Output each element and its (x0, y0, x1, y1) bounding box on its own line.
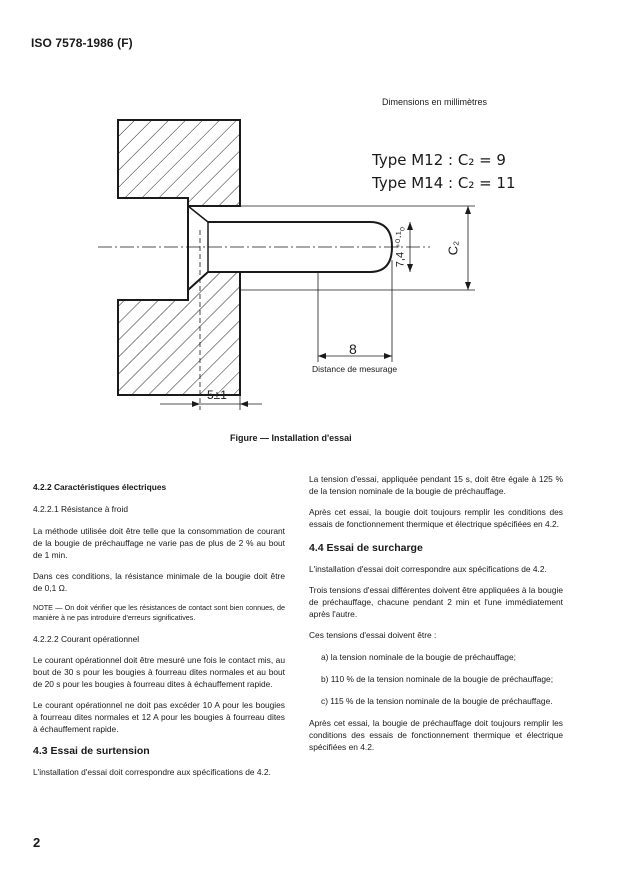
paragraph: Après cet essai, la bougie de préchauffa… (309, 718, 563, 752)
heading-4-2-2-2: 4.2.2.2 Courant opérationnel (33, 634, 140, 644)
left-column: 4.2.2 Caractéristiques électriques 4.2.2… (33, 481, 285, 778)
body-lower-section (117, 271, 241, 396)
c2-dimension-label: C₂ (445, 240, 461, 256)
diameter-dimension-label: 7,4 ⁺⁰·¹₀ (394, 226, 407, 268)
paragraph: Trois tensions d'essai différentes doive… (309, 585, 563, 619)
note: NOTE — On doit vérifier que les résistan… (33, 603, 285, 622)
paragraph: L'installation d'essai doit correspondre… (33, 767, 271, 777)
right-column: La tension d'essai, appliquée pendant 15… (309, 473, 563, 753)
heading-4-2-2: 4.2.2 Caractéristiques électriques (33, 482, 167, 492)
heading-4-4: 4.4 Essai de surcharge (309, 542, 423, 554)
list-item-b: b) 110 % de la tension nominale de la bo… (321, 674, 554, 684)
type-line-m12: Type M12 : C₂ = 9 (372, 151, 506, 169)
test-installation-drawing (98, 119, 475, 410)
paragraph: Après cet essai, la bougie doit toujours… (309, 507, 563, 529)
paragraph: Le courant opérationnel doit être mesuré… (33, 655, 285, 689)
body-upper-section (117, 119, 241, 207)
document-header: ISO 7578-1986 (F) (31, 36, 133, 50)
page-number: 2 (33, 835, 41, 850)
heading-4-3: 4.3 Essai de surtension (33, 745, 150, 757)
paragraph: Ces tensions d'essai doivent être : (309, 630, 437, 640)
length-dimension-label: 8 (349, 341, 357, 357)
depth-dimension-label: 5±1 (207, 388, 227, 402)
paragraph: Dans ces conditions, la résistance minim… (33, 571, 285, 593)
list-item-c: c) 115 % de la tension nominale de la bo… (321, 696, 553, 706)
measuring-distance-label: Distance de mesurage (312, 364, 398, 374)
type-line-m14: Type M14 : C₂ = 11 (372, 174, 516, 192)
paragraph: La méthode utilisée doit être telle que … (33, 526, 285, 560)
paragraph: La tension d'essai, appliquée pendant 15… (309, 474, 563, 496)
paragraph: Le courant opérationnel ne doit pas excé… (33, 700, 285, 734)
paragraph: L'installation d'essai doit correspondre… (309, 564, 547, 574)
heading-4-2-2-1: 4.2.2.1 Résistance à froid (33, 504, 128, 514)
list-item-a: a) la tension nominale de la bougie de p… (321, 652, 516, 662)
figure-caption: Figure — Installation d'essai (230, 433, 352, 443)
units-note: Dimensions en millimètres (382, 97, 488, 107)
